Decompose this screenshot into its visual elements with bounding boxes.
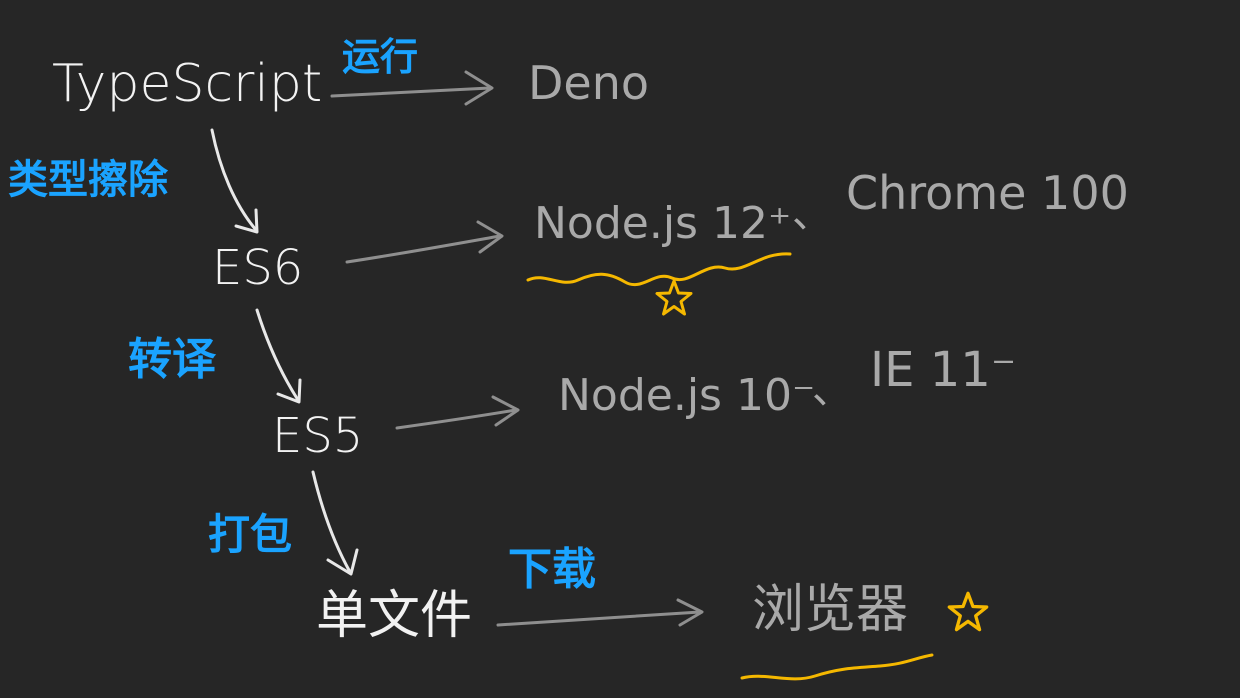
arrow-es5-to-singlefile	[311, 470, 352, 574]
node-es6: ES6	[212, 240, 304, 296]
arrowhead-singlefile-to-browser	[676, 598, 704, 627]
target-separator-1: 、	[792, 191, 832, 237]
arrowhead-es6-to-node12	[476, 220, 504, 254]
node-es5: ES5	[272, 408, 364, 464]
arrowhead-es6-to-es5	[276, 378, 302, 404]
edge-label-run: 运行	[342, 35, 419, 79]
highlight-underline-browser	[740, 653, 934, 681]
edge-label-type-erasure: 类型擦除	[8, 157, 168, 203]
arrowhead-ts-to-deno	[464, 70, 494, 106]
arrow-singlefile-to-browser	[496, 610, 702, 627]
node-single-file: 单文件	[316, 586, 473, 646]
target-deno: Deno	[528, 56, 650, 110]
arrow-es6-to-es5	[255, 308, 300, 402]
target-node12: Node.js 12⁺	[534, 198, 792, 249]
arrow-es6-to-node12	[345, 234, 502, 264]
star-icon	[947, 591, 989, 632]
arrowhead-ts-to-es6	[234, 208, 259, 234]
arrow-ts-to-deno	[330, 86, 492, 98]
target-chrome: Chrome 100	[846, 166, 1129, 220]
arrowhead-es5-to-node10	[491, 395, 520, 427]
highlight-underline-node12	[526, 252, 792, 287]
target-separator-2: 、	[812, 367, 852, 413]
target-ie: IE 11⁻	[870, 342, 1017, 398]
target-browser: 浏览器	[752, 580, 909, 640]
arrowhead-es5-to-singlefile	[326, 548, 359, 576]
target-node10: Node.js 10⁻	[558, 370, 816, 421]
arrow-es5-to-node10	[395, 408, 518, 430]
node-typescript: TypeScript	[52, 54, 323, 114]
star-icon	[655, 279, 693, 316]
arrow-ts-to-es6	[210, 128, 258, 232]
edge-label-transpile: 转译	[128, 334, 216, 385]
edge-label-download: 下载	[508, 544, 596, 595]
edge-label-bundle: 打包	[208, 510, 293, 559]
